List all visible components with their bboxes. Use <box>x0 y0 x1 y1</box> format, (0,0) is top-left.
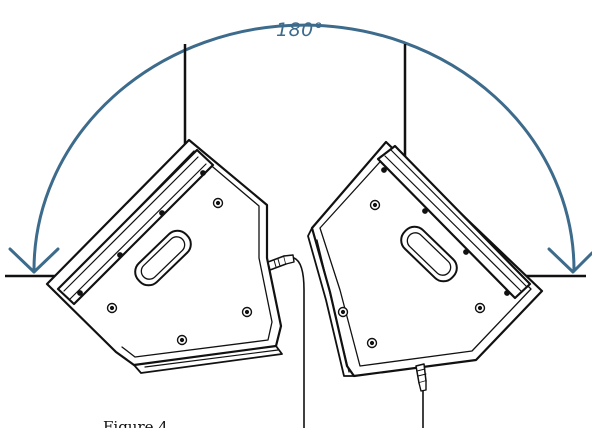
right-grille-inner <box>384 149 528 293</box>
left-screw <box>109 305 115 311</box>
left-speaker-cabinet <box>45 138 305 428</box>
right-grille-bar <box>376 144 532 300</box>
figure-caption: Figure 4 <box>103 418 168 428</box>
left-screw <box>179 337 185 343</box>
right-screws <box>337 199 486 349</box>
right-connector-plug <box>415 363 427 384</box>
right-screw <box>372 202 378 208</box>
left-cable <box>293 257 305 428</box>
left-connector-plug <box>267 255 287 271</box>
right-arrowhead <box>547 247 592 274</box>
right-connector-grip <box>417 373 427 377</box>
right-connector <box>415 363 427 428</box>
left-grille-bolt <box>117 252 123 258</box>
right-screw <box>340 309 346 315</box>
left-cabinet-base <box>133 345 283 374</box>
right-handle <box>400 225 458 283</box>
left-screw <box>215 200 221 206</box>
right-cabinet-side <box>307 227 355 377</box>
left-connector-grip <box>277 258 281 267</box>
right-grille-bolt <box>422 208 428 214</box>
left-grille-bolt <box>77 290 83 296</box>
left-screw <box>244 309 250 315</box>
right-screw <box>369 340 375 346</box>
angle-label: 180° <box>276 19 324 41</box>
right-grille-bolt <box>381 167 387 173</box>
left-connector-grip <box>273 259 277 268</box>
right-screw <box>477 305 483 311</box>
left-handle <box>134 229 192 287</box>
angle-arc <box>32 23 576 272</box>
right-side-line <box>316 239 350 373</box>
left-grille-bar <box>56 148 215 306</box>
left-arrowhead <box>8 247 60 274</box>
left-base-line <box>144 349 279 368</box>
left-connector <box>267 254 305 428</box>
left-grille-inner <box>63 156 207 300</box>
right-grille-bolt <box>463 249 469 255</box>
angle-arc-group <box>8 23 592 274</box>
left-grille-bolt <box>200 170 206 176</box>
right-grille-bolt <box>504 290 510 296</box>
right-connector-grip <box>416 368 426 372</box>
right-speaker-cabinet <box>307 140 544 428</box>
left-screws <box>106 197 253 346</box>
left-grille-bolt <box>159 210 165 216</box>
